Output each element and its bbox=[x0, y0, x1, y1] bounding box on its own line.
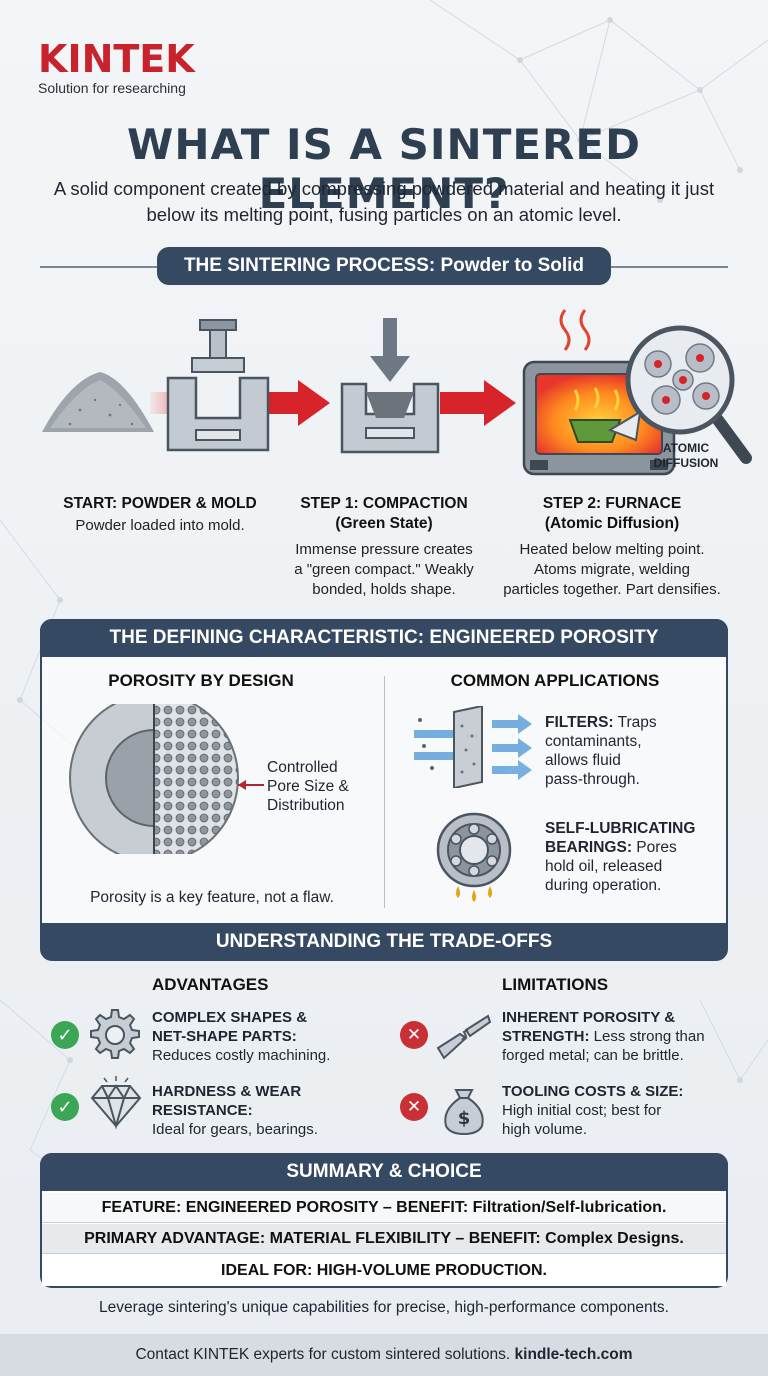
magnifier-atomic-icon bbox=[607, 325, 752, 464]
tradeoffs-section-header: UNDERSTANDING THE TRADE-OFFS bbox=[40, 923, 728, 961]
brand-name: KINTEK bbox=[38, 37, 195, 81]
limitation-tooling: TOOLING COSTS & SIZE: High initial cost;… bbox=[502, 1083, 684, 1138]
porosity-section-header: THE DEFINING CHARACTERISTIC: ENGINEERED … bbox=[40, 619, 728, 657]
bearing-icon bbox=[436, 812, 512, 902]
arrow-right-icon bbox=[440, 380, 516, 426]
gear-icon bbox=[90, 1009, 140, 1059]
panel-divider bbox=[384, 676, 385, 908]
porosity-caption: Porosity is a key feature, not a flaw. bbox=[90, 889, 334, 906]
money-bag-icon: $ bbox=[444, 1089, 484, 1136]
applications-title: COMMON APPLICATIONS bbox=[450, 671, 660, 690]
page-title: WHAT IS A SINTERED ELEMENT? bbox=[127, 120, 641, 218]
application-bearings: SELF-LUBRICATING BEARINGS: Pores hold oi… bbox=[545, 820, 696, 894]
footer-bar: Contact KINTEK experts for custom sinter… bbox=[0, 1334, 768, 1376]
step-compaction: STEP 1: COMPACTION (Green State) Immense… bbox=[294, 495, 474, 598]
powder-pile-icon bbox=[42, 372, 154, 432]
svg-text:$: $ bbox=[458, 1108, 471, 1129]
check-icon: ✓ bbox=[51, 1093, 79, 1121]
process-section-header: THE SINTERING PROCESS: Powder to Solid bbox=[157, 247, 611, 285]
pore-callout: Controlled Pore Size & Distribution bbox=[267, 759, 349, 814]
summary-header: SUMMARY & CHOICE bbox=[40, 1153, 728, 1191]
cross-icon: ✕ bbox=[400, 1021, 428, 1049]
footer-text: Contact KINTEK experts for custom sinter… bbox=[135, 1346, 515, 1363]
summary-row: IDEAL FOR: HIGH-VOLUME PRODUCTION. bbox=[42, 1256, 726, 1286]
brand-tagline: Solution for researching bbox=[38, 80, 186, 96]
advantages-title: ADVANTAGES bbox=[152, 975, 269, 994]
footer-link[interactable]: kindle-tech.com bbox=[514, 1346, 633, 1363]
advantage-complex-shapes: COMPLEX SHAPES & NET-SHAPE PARTS: Reduce… bbox=[152, 1009, 331, 1064]
step-start: START: POWDER & MOLD Powder loaded into … bbox=[63, 495, 257, 534]
atomic-diffusion-label: ATOMIC DIFFUSION bbox=[653, 441, 719, 470]
compaction-mold-icon bbox=[340, 318, 440, 454]
advantage-hardness: HARDNESS & WEAR RESISTANCE: Ideal for ge… bbox=[152, 1083, 318, 1138]
check-icon: ✓ bbox=[51, 1021, 79, 1049]
broken-beam-icon bbox=[436, 1014, 492, 1060]
process-illustration bbox=[42, 309, 752, 476]
mold-press-icon bbox=[166, 319, 270, 452]
summary-row: FEATURE: ENGINEERED POROSITY – BENEFIT: … bbox=[42, 1193, 726, 1223]
step-furnace: STEP 2: FURNACE (Atomic Diffusion) Heate… bbox=[503, 495, 721, 598]
limitations-title: LIMITATIONS bbox=[502, 975, 609, 994]
application-filters: FILTERS: Traps contaminants, allows flui… bbox=[545, 714, 657, 788]
summary-row: PRIMARY ADVANTAGE: MATERIAL FLEXIBILITY … bbox=[42, 1224, 726, 1254]
cross-icon: ✕ bbox=[400, 1093, 428, 1121]
closing-statement: Leverage sintering's unique capabilities… bbox=[99, 1299, 669, 1316]
porosity-design-title: POROSITY BY DESIGN bbox=[108, 671, 294, 690]
porous-disc-illustration bbox=[69, 704, 264, 854]
filter-icon bbox=[414, 706, 532, 788]
diamond-icon bbox=[90, 1076, 142, 1130]
limitation-porosity: INHERENT POROSITY & STRENGTH: Less stron… bbox=[502, 1009, 705, 1064]
page-subtitle: A solid component created by compressing… bbox=[53, 178, 715, 225]
brand-logo[interactable]: KINTEK Solution for researching bbox=[38, 40, 195, 96]
